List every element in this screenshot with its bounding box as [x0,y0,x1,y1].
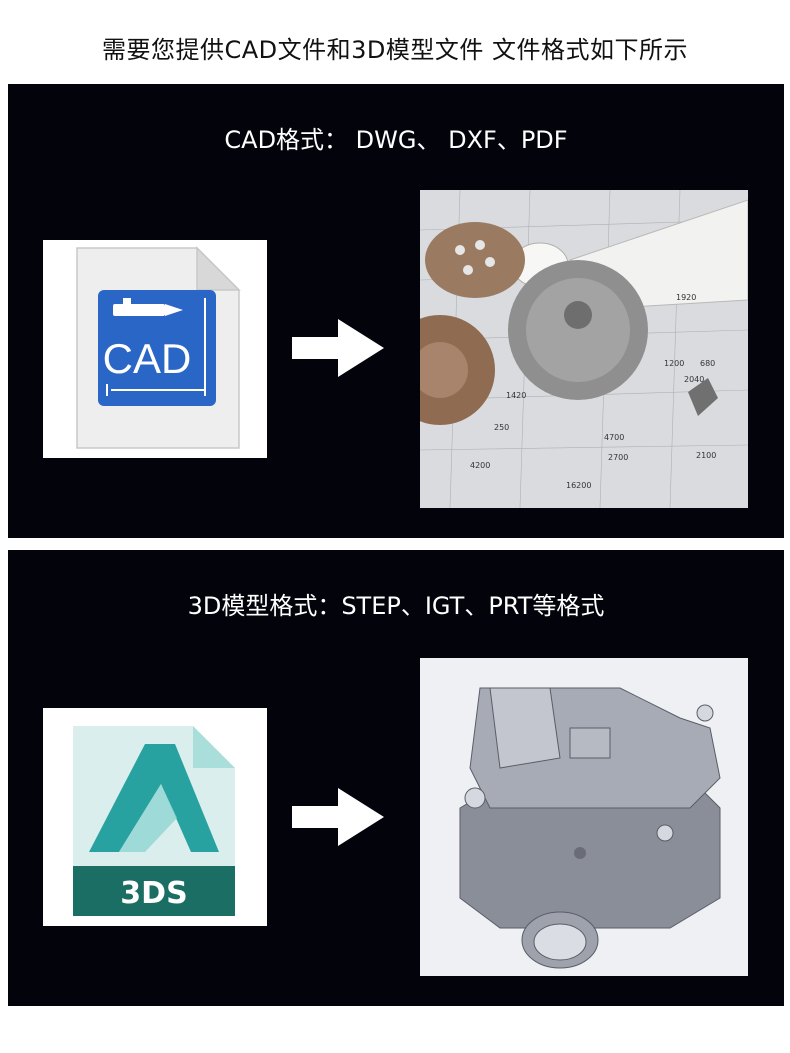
svg-text:1420: 1420 [506,391,526,400]
3d-pump-housing-image [420,658,748,976]
gears-blueprint-illustration: 250 1920 1200 680 2040 4700 2700 2100 42… [420,190,748,508]
svg-text:1200: 1200 [664,359,684,368]
svg-text:680: 680 [700,359,715,368]
svg-text:4200: 4200 [470,461,490,470]
svg-text:4700: 4700 [604,433,624,442]
cad-file-icon: CAD [76,246,241,449]
autodesk-3ds-file-icon: 3DS [73,726,235,916]
page-title: 需要您提供CAD文件和3D模型文件 文件格式如下所示 [101,36,689,64]
svg-text:16200: 16200 [566,481,591,490]
svg-text:2700: 2700 [608,453,628,462]
svg-text:250: 250 [494,423,509,432]
3d-pump-housing-render [420,658,748,976]
svg-text:1920: 1920 [676,293,696,302]
cad-format-panel: CAD格式： DWG、 DXF、PDF CAD [8,84,784,538]
model-format-title: 3D模型格式：STEP、IGT、PRT等格式 [187,592,605,620]
cad-file-icon-box: CAD [43,240,267,458]
right-arrow-icon [292,788,384,846]
3ds-file-icon-label: 3DS [120,876,187,911]
model-format-panel: 3D模型格式：STEP、IGT、PRT等格式 3DS [8,550,784,1006]
cad-format-title: CAD格式： DWG、 DXF、PDF [224,126,568,154]
gears-blueprint-image: 250 1920 1200 680 2040 4700 2700 2100 42… [420,190,748,508]
right-arrow-icon [292,319,384,377]
svg-text:2100: 2100 [696,451,716,460]
svg-text:2040: 2040 [684,375,704,384]
3ds-file-icon-box: 3DS [43,708,267,926]
cad-file-icon-label: CAD [103,335,192,382]
